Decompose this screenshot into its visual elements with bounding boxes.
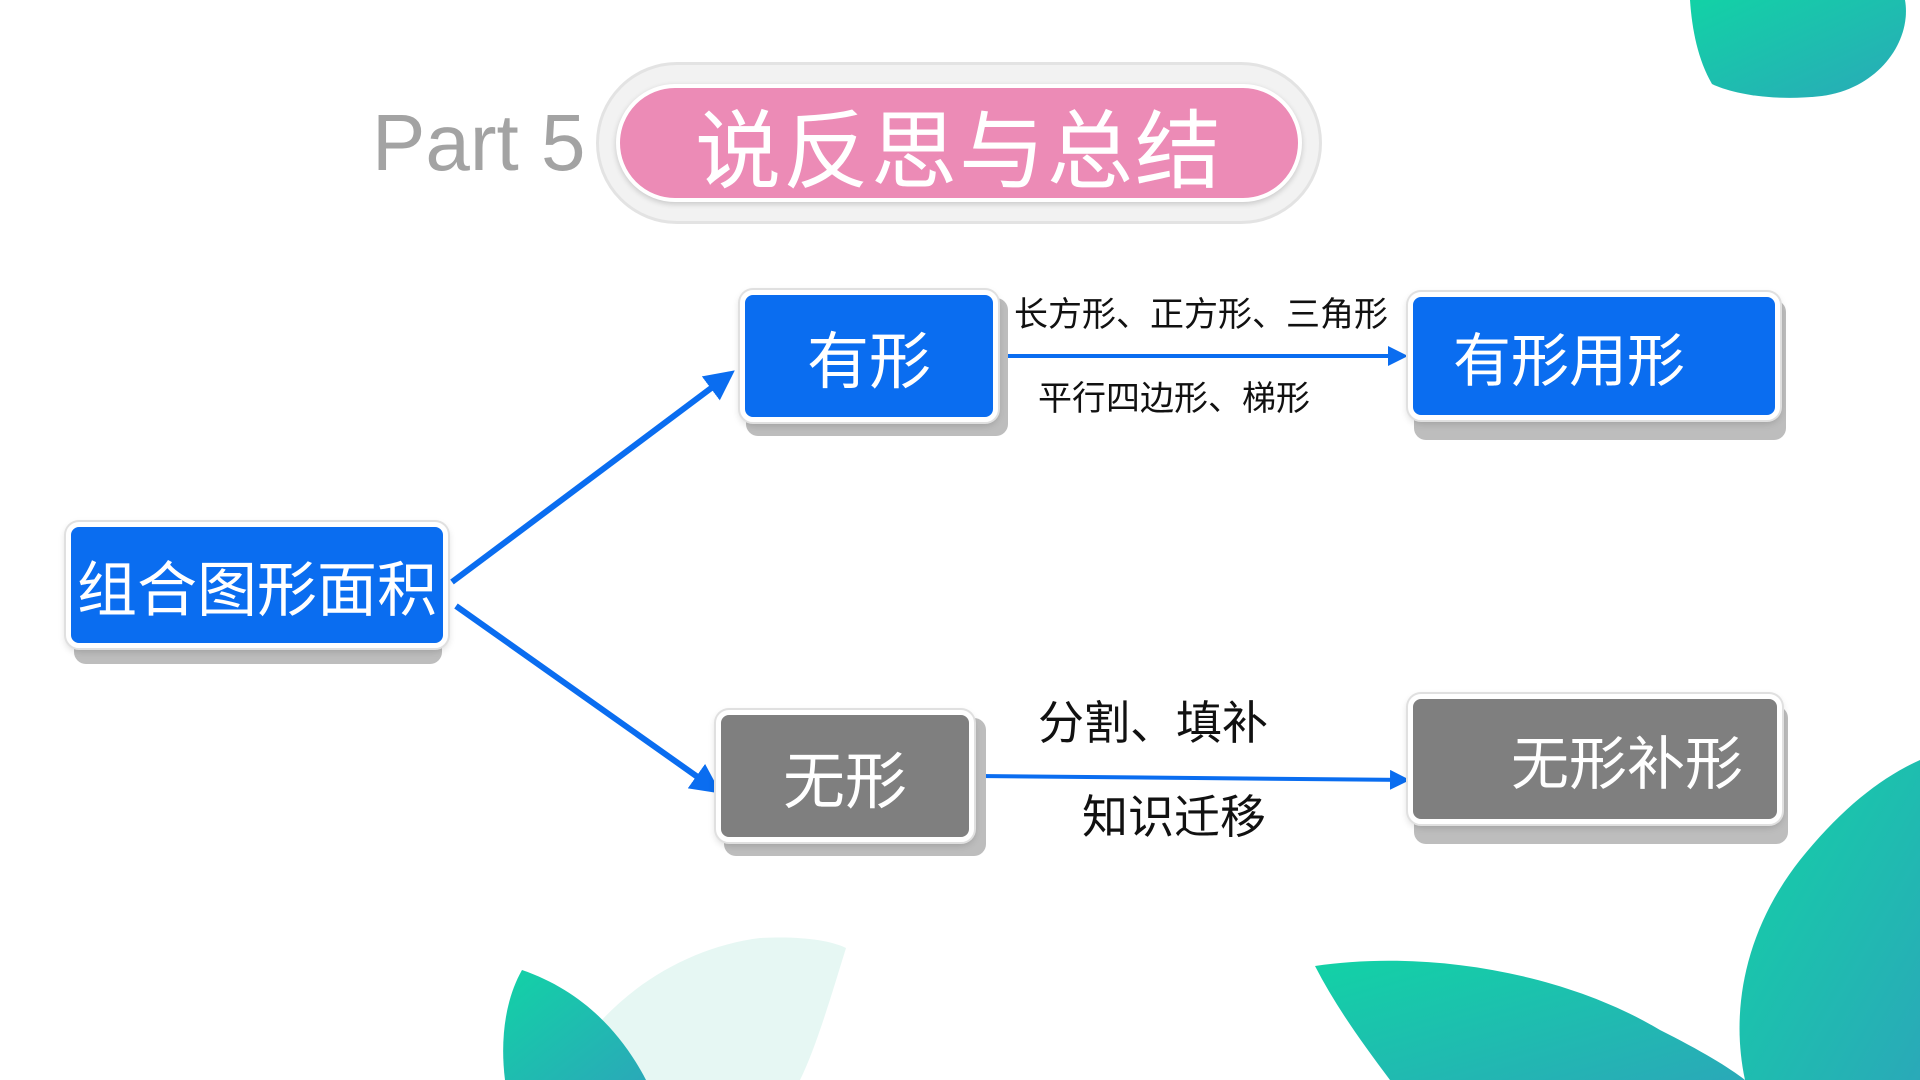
- intangible-result-label: 无形补形: [1511, 730, 1744, 798]
- tangible-node: 有形: [740, 290, 998, 422]
- top-right-leaf: [1690, 0, 1906, 98]
- root-node-label: 组合图形面积: [77, 555, 437, 626]
- intangible-node: 无形: [716, 710, 974, 842]
- tangible-node-label: 有形: [806, 325, 931, 398]
- intangible-edge-label-bottom: 知识迁移: [1082, 790, 1266, 844]
- intangible-edge-label-top: 分割、填补: [1038, 696, 1268, 750]
- arrow-root-to-tangible: [450, 370, 735, 585]
- arrow-root-to-intangible: [454, 603, 721, 794]
- bottom-center-pale-leaf: [560, 937, 846, 1080]
- intangible-result-node: 无形补形: [1408, 694, 1782, 824]
- tangible-result-label: 有形用形: [1453, 327, 1686, 395]
- tangible-edge-label-top: 长方形、正方形、三角形: [1014, 295, 1388, 335]
- tangible-result-node: 有形用形: [1408, 292, 1780, 420]
- bottom-right-tall-leaf: [1739, 760, 1920, 1080]
- part-label: Part 5: [372, 98, 586, 187]
- tangible-edge-label-bottom: 平行四边形、梯形: [1038, 379, 1310, 419]
- bottom-right-large-leaf: [1315, 960, 1745, 1080]
- arrow-intangible-to-result: [977, 769, 1410, 790]
- root-node: 组合图形面积: [66, 522, 448, 648]
- slide-title: 说反思与总结: [616, 84, 1302, 202]
- intangible-node-label: 无形: [782, 745, 907, 818]
- bottom-center-leaf: [503, 970, 646, 1080]
